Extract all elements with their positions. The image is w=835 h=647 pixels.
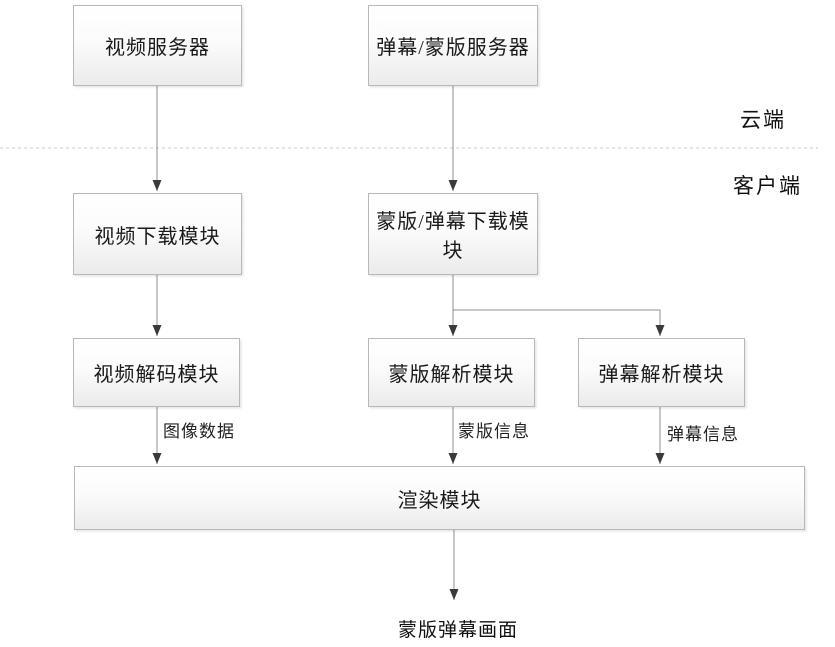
node-mask-parse-module: 蒙版解析模块 (368, 338, 535, 407)
edge-download-to-danmaku-parse (453, 309, 665, 336)
node-danmaku-parse-module: 弹幕解析模块 (578, 338, 745, 407)
edge-label-danmaku-info: 弹幕信息 (667, 425, 739, 444)
node-video-download-module: 视频下载模块 (73, 193, 242, 275)
edge-label-mask-info: 蒙版信息 (458, 422, 530, 441)
output-label-mask-danmaku-screen: 蒙版弹幕画面 (397, 620, 518, 641)
node-video-server: 视频服务器 (73, 5, 242, 86)
node-mask-danmaku-download-module: 蒙版/弹幕下载模块 (368, 193, 538, 275)
edge-label-image-data: 图像数据 (163, 422, 235, 441)
node-render-module: 渲染模块 (74, 466, 805, 530)
region-label-client: 客户端 (733, 174, 802, 198)
node-video-decode-module: 视频解码模块 (73, 338, 240, 407)
node-danmaku-mask-server: 弹幕/蒙版服务器 (368, 5, 538, 86)
region-label-cloud: 云端 (740, 108, 786, 132)
